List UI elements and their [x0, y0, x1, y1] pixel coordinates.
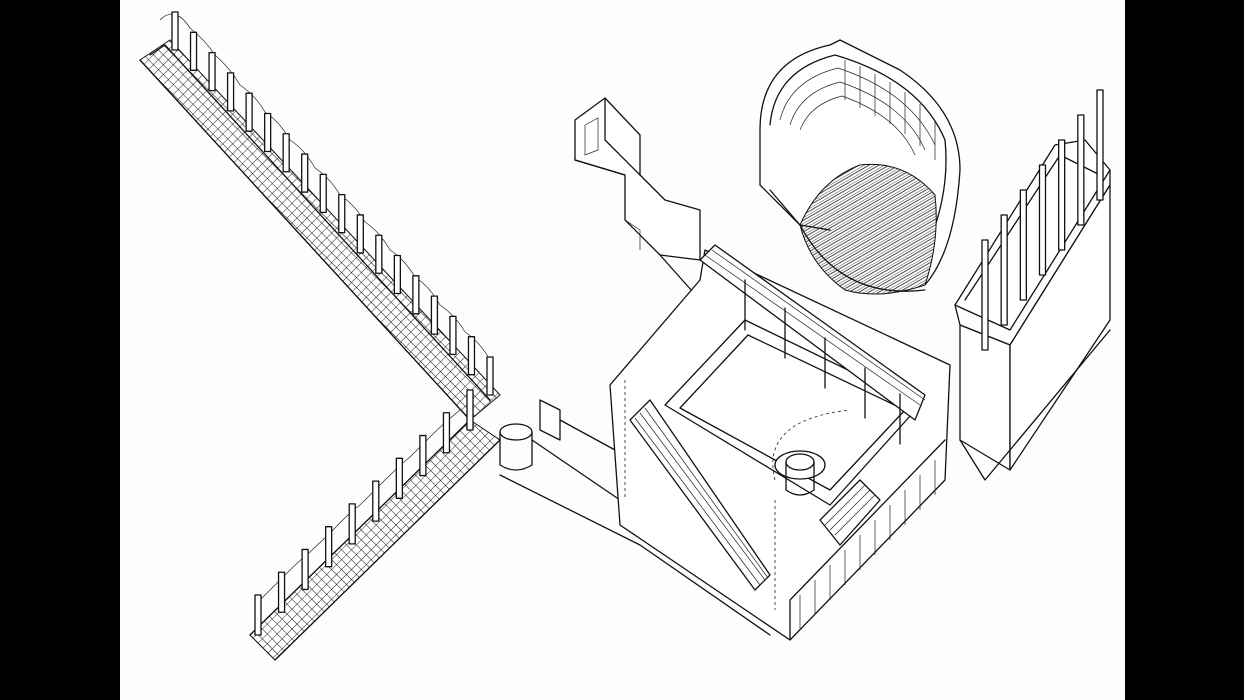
- column: [486, 356, 494, 396]
- column: [254, 594, 262, 636]
- lower-colonnade: [249, 409, 501, 661]
- column: [1038, 164, 1047, 276]
- column: [412, 275, 420, 315]
- column: [1096, 89, 1104, 201]
- lower-colonnade-columns: [254, 389, 474, 636]
- column: [1058, 139, 1066, 251]
- axonometric-drawing: [139, 11, 1111, 661]
- portico-columns: [981, 89, 1104, 351]
- column: [325, 526, 333, 568]
- column: [442, 412, 451, 454]
- column: [282, 133, 290, 173]
- letterbox-right: [1125, 0, 1244, 700]
- column: [466, 389, 474, 431]
- column: [348, 503, 356, 545]
- column: [356, 214, 364, 254]
- column: [419, 434, 427, 477]
- auditorium: [759, 39, 961, 295]
- column: [449, 315, 457, 356]
- column: [467, 336, 476, 376]
- column: [981, 239, 989, 351]
- upper-colonnade-columns: [171, 11, 494, 396]
- column: [1077, 114, 1085, 226]
- column: [372, 480, 380, 522]
- column: [395, 457, 403, 499]
- column: [301, 153, 309, 193]
- column: [1000, 214, 1008, 326]
- column: [338, 193, 346, 234]
- drawing-sheet: [120, 0, 1125, 700]
- upper-colonnade: [139, 13, 501, 421]
- column: [226, 72, 235, 112]
- column: [1019, 189, 1027, 301]
- column: [171, 11, 179, 51]
- column: [301, 548, 309, 591]
- stage-tower-wing: [574, 97, 701, 301]
- column: [393, 254, 402, 295]
- column: [245, 92, 253, 132]
- portico: [954, 139, 1111, 481]
- column: [319, 173, 327, 214]
- column: [208, 51, 216, 92]
- letterbox-left: [0, 0, 120, 700]
- column: [430, 295, 439, 335]
- main-hall: [609, 244, 951, 641]
- column: [189, 31, 198, 71]
- column: [263, 112, 272, 153]
- column: [375, 234, 383, 274]
- column: [277, 571, 286, 613]
